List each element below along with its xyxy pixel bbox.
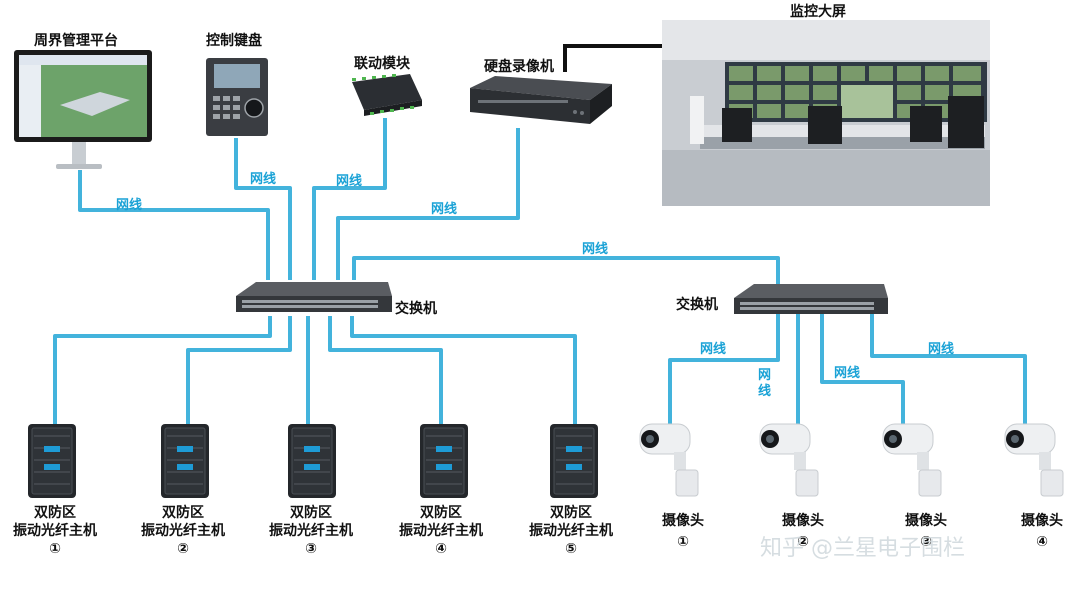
main-switch-label: 交换机 (395, 301, 437, 317)
platform-label: 周界管理平台 (34, 33, 118, 49)
cable-platform-switch (78, 170, 270, 280)
cable-host-1 (53, 316, 272, 425)
dvr-icon (470, 76, 612, 124)
net-label-v1: 网 (758, 368, 772, 383)
host-number: ⑤ (565, 541, 577, 557)
cable-host-5 (350, 316, 577, 425)
net-label-v2: 线 (758, 384, 772, 399)
camera-number: ④ (1036, 534, 1048, 550)
fiber-host-icon (28, 424, 76, 498)
cable-dvr-switch (336, 128, 520, 280)
host-subtitle: 振动光纤主机 (529, 523, 613, 539)
cable-linkage-switch (312, 118, 387, 280)
host-label-5: 双防区 振动光纤主机 ⑤ (516, 504, 626, 558)
monitor-icon (14, 50, 152, 169)
net-label: 网线 (431, 202, 458, 217)
camera-number: ② (797, 534, 809, 550)
camera-icon (759, 423, 819, 497)
fiber-hosts (28, 424, 598, 498)
control-room-image (662, 20, 990, 206)
camera-number: ① (677, 534, 689, 550)
net-label: 网线 (116, 198, 143, 213)
host-title: 双防区 (162, 505, 204, 521)
cable-host-4 (328, 316, 443, 425)
camera-icon (1004, 423, 1064, 497)
host-number: ② (177, 541, 189, 557)
host-title: 双防区 (550, 505, 592, 521)
main-switch-icon (236, 282, 392, 312)
camera-label-3: 摄像头 ③ (888, 511, 964, 553)
cable-keyboard-switch (234, 138, 292, 280)
fiber-host-icon (550, 424, 598, 498)
camera-title: 摄像头 (905, 513, 947, 529)
camera-title: 摄像头 (782, 513, 824, 529)
fiber-host-icon (420, 424, 468, 498)
host-label-3: 双防区 振动光纤主机 ③ (256, 504, 366, 558)
dvr-label: 硬盘录像机 (484, 59, 554, 75)
host-number: ③ (305, 541, 317, 557)
host-label-1: 双防区 振动光纤主机 ① (0, 504, 110, 558)
host-title: 双防区 (420, 505, 462, 521)
cable-host-2 (186, 316, 292, 425)
camera-label-4: 摄像头 ④ (1004, 511, 1080, 553)
linkage-module-icon (352, 74, 422, 116)
host-title: 双防区 (34, 505, 76, 521)
host-subtitle: 振动光纤主机 (141, 523, 225, 539)
fiber-host-icon (161, 424, 209, 498)
camera-label-2: 摄像头 ② (765, 511, 841, 553)
screen-label: 监控大屏 (790, 4, 846, 20)
net-label: 网线 (928, 342, 955, 357)
cable-cam-3 (820, 312, 905, 428)
cameras (639, 423, 1064, 497)
net-label: 网线 (834, 366, 861, 381)
linkage-label: 联动模块 (354, 56, 410, 72)
keyboard-icon (206, 58, 268, 136)
net-label: 网线 (582, 242, 609, 257)
host-number: ① (49, 541, 61, 557)
camera-number: ③ (920, 534, 932, 550)
camera-icon (639, 423, 699, 497)
cable-dvr-screen (563, 44, 662, 72)
net-label: 网线 (250, 172, 277, 187)
camera-switch-label: 交换机 (676, 297, 718, 313)
host-title: 双防区 (290, 505, 332, 521)
camera-label-1: 摄像头 ① (645, 511, 721, 553)
host-subtitle: 振动光纤主机 (13, 523, 97, 539)
net-label: 网线 (336, 174, 363, 189)
host-label-4: 双防区 振动光纤主机 ④ (386, 504, 496, 558)
cable-cam-1 (668, 312, 780, 428)
camera-switch-icon (734, 284, 888, 314)
cables (53, 118, 1027, 428)
watermark: 知乎 @兰星电子围栏 (760, 536, 965, 561)
camera-title: 摄像头 (662, 513, 704, 529)
host-number: ④ (435, 541, 447, 557)
keyboard-label: 控制键盘 (206, 33, 262, 49)
net-label: 网线 (700, 342, 727, 357)
host-label-2: 双防区 振动光纤主机 ② (128, 504, 238, 558)
cable-cam-4 (870, 312, 1027, 428)
camera-icon (882, 423, 942, 497)
host-subtitle: 振动光纤主机 (399, 523, 483, 539)
host-subtitle: 振动光纤主机 (269, 523, 353, 539)
cable-switch-switch (352, 256, 780, 286)
camera-title: 摄像头 (1021, 513, 1063, 529)
fiber-host-icon (288, 424, 336, 498)
